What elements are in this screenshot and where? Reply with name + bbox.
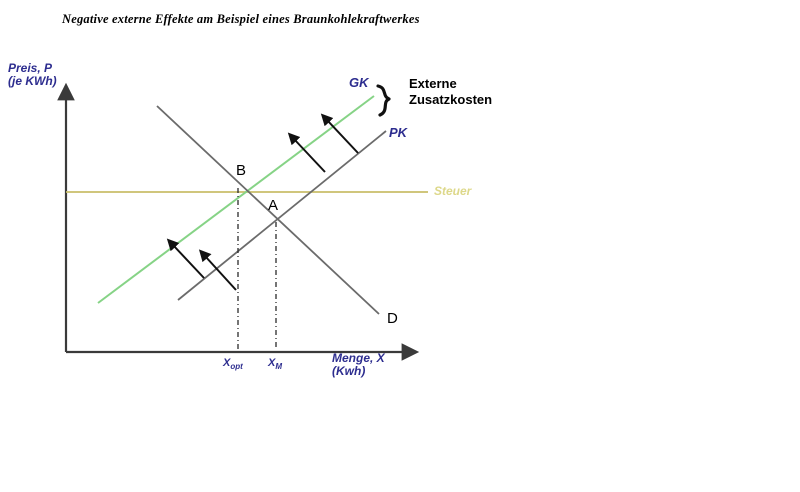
externe-zusatzkosten-callout: Externe Zusatzkosten — [409, 76, 493, 108]
shift-arrow-3 — [287, 132, 326, 173]
page-title: Negative externe Effekte am Beispiel ein… — [62, 12, 420, 26]
point-b-label: B — [236, 162, 247, 179]
shift-arrow-4 — [320, 113, 359, 154]
shift-arrow-1 — [166, 238, 205, 279]
x-opt-tick-label: Xopt — [223, 357, 243, 372]
pk-curve-label: PK — [389, 125, 408, 140]
shift-arrow-2 — [198, 249, 237, 291]
x-m-subscript: M — [275, 362, 283, 372]
d-curve-label: D — [387, 310, 398, 327]
steuer-label: Steuer — [434, 184, 472, 198]
x-m-base: X — [268, 357, 276, 369]
gk-curve — [97, 95, 375, 304]
x-axis-label: Menge, X (Kwh) — [332, 351, 385, 379]
d-curve — [156, 105, 380, 315]
pk-curve — [177, 130, 387, 301]
x-opt-base: X — [223, 357, 231, 369]
brace-icon — [376, 84, 391, 117]
point-a-label: A — [268, 197, 279, 214]
x-opt-subscript: opt — [230, 362, 243, 372]
y-axis-label: Preis, P (je KWh) — [8, 61, 57, 89]
gk-curve-label: GK — [349, 75, 369, 90]
x-m-tick-label: XM — [268, 357, 282, 372]
